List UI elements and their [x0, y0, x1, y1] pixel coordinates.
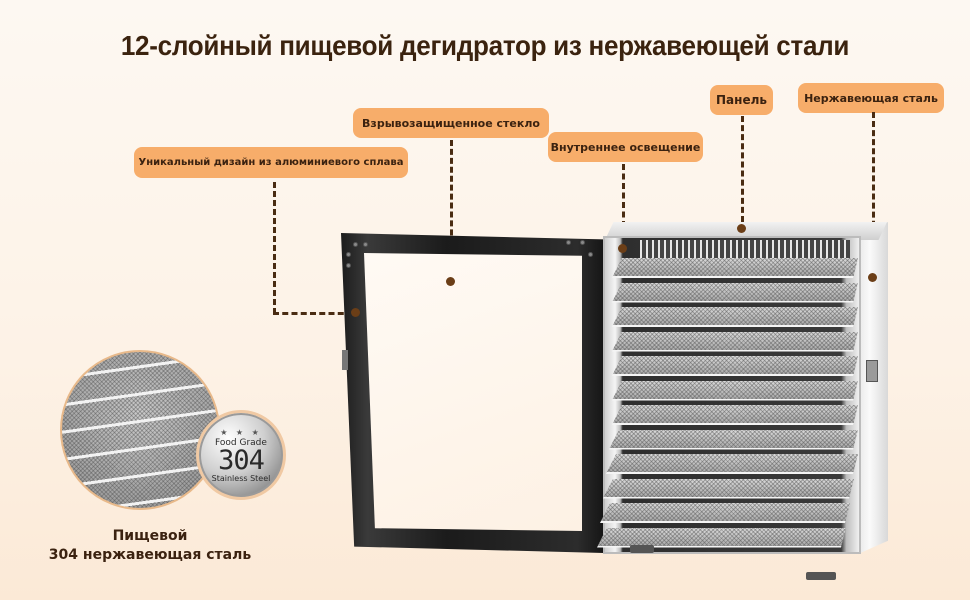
dehydrator-side-panel: [858, 222, 888, 554]
screw: [566, 240, 571, 245]
callout-aluminum-design: Уникальный дизайн из алюминиевого сплава: [134, 147, 408, 178]
screw: [588, 252, 593, 257]
badge-number: 304: [218, 444, 265, 476]
drying-tray: [612, 307, 858, 327]
connector-dot: [868, 273, 877, 282]
callout-internal-lighting: Внутреннее освещение: [548, 132, 703, 162]
door-latch: [342, 350, 348, 370]
dehydrator-door-glass: [364, 253, 582, 531]
callout-label: Внутреннее освещение: [550, 140, 701, 154]
callout-label: Взрывозащищенное стекло: [362, 116, 540, 130]
callout-label: Панель: [716, 93, 767, 107]
dehydrator-top-panel: [605, 222, 887, 240]
connector-aluminum-vertical: [273, 182, 276, 314]
connector-lighting: [622, 164, 625, 246]
badge-line1: Food Grade: [215, 437, 267, 448]
fan-grill: [640, 240, 850, 258]
drying-tray: [612, 356, 858, 376]
foot: [630, 545, 654, 553]
drying-tray: [609, 429, 858, 450]
callout-label: Нержавеющая сталь: [804, 91, 938, 105]
connector-steel: [872, 112, 875, 272]
page-title: 12-слойный пищевой дегидратор из нержаве…: [120, 30, 850, 61]
stars-icon: ★ ★ ★: [220, 427, 262, 437]
connector-panel: [741, 116, 744, 222]
drying-tray: [612, 380, 858, 401]
screw: [363, 242, 368, 247]
material-caption: Пищевой 304 нержавеющая сталь: [30, 527, 270, 565]
screw: [580, 240, 585, 245]
callout-stainless-steel: Нержавеющая сталь: [798, 83, 944, 113]
drying-tray: [606, 454, 858, 474]
connector-dot: [351, 308, 360, 317]
mesh-closeup-image: [60, 350, 220, 510]
screw: [346, 263, 351, 268]
connector-dot: [737, 224, 746, 233]
callout-label: Уникальный дизайн из алюминиевого сплава: [138, 157, 404, 168]
caption-line1: Пищевой: [112, 528, 188, 544]
drying-tray: [612, 331, 858, 352]
drying-tray: [597, 527, 846, 548]
drying-tray: [612, 282, 858, 303]
connector-glass: [450, 140, 453, 280]
food-grade-304-badge: ★ ★ ★ Food Grade 304 Stainless Steel: [196, 410, 286, 500]
connector-dot: [618, 244, 627, 253]
callout-explosion-proof-glass: Взрывозащищенное стекло: [353, 108, 549, 138]
drying-tray: [612, 258, 858, 278]
drying-tray: [612, 405, 858, 425]
screw: [346, 252, 351, 257]
connector-dot: [446, 277, 455, 286]
drying-tray: [603, 478, 854, 499]
screw: [353, 242, 358, 247]
connector-aluminum-horizontal: [273, 312, 353, 315]
caption-line2: 304 нержавеющая сталь: [48, 547, 252, 563]
drying-tray: [600, 503, 850, 523]
callout-panel: Панель: [710, 85, 773, 115]
foot: [806, 572, 836, 580]
side-hinge: [866, 360, 878, 382]
badge-line2: Stainless Steel: [211, 473, 271, 483]
